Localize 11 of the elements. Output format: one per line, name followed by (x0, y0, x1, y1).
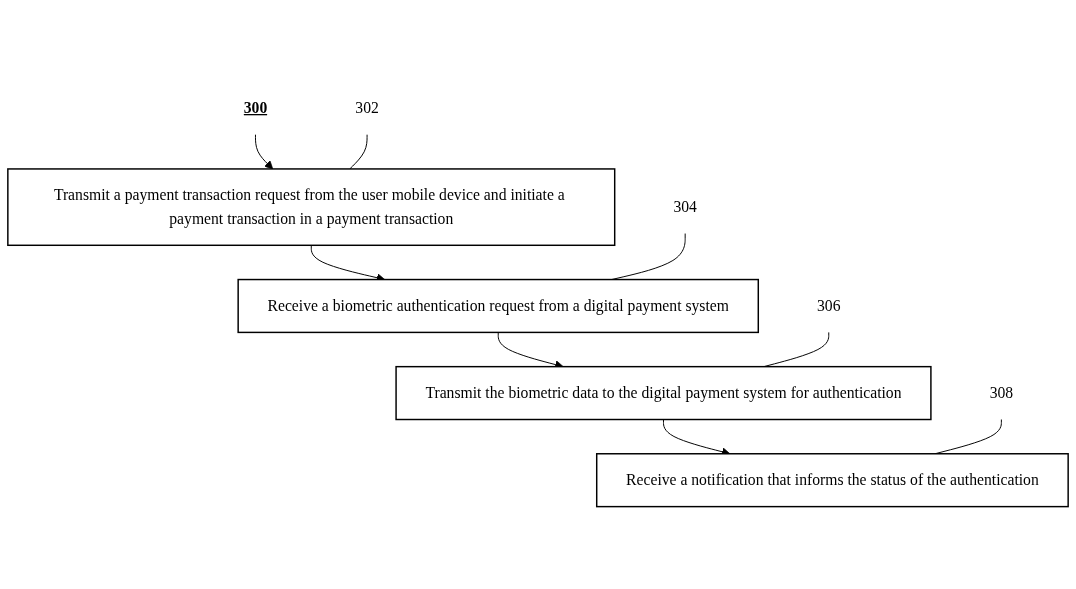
node-box: Receive a notification that informs the status of the authentication (595, 453, 1069, 508)
node-box: Transmit a payment transaction request from the user mobile device and initiate a payment transaction in a payment transaction (7, 168, 616, 247)
node-box: Transmit the biometric data to the digital payment system for authentication (395, 366, 932, 421)
node-text: 302 (355, 99, 379, 117)
node-box: Receive a biometric authentication request from a digital payment system (237, 279, 760, 334)
node-text: 300 (243, 99, 268, 117)
node-text: 308 (989, 384, 1014, 402)
connector (349, 134, 368, 170)
connector (934, 419, 1002, 455)
node-text: 306 (817, 297, 841, 315)
node-text: 304 (673, 198, 697, 216)
